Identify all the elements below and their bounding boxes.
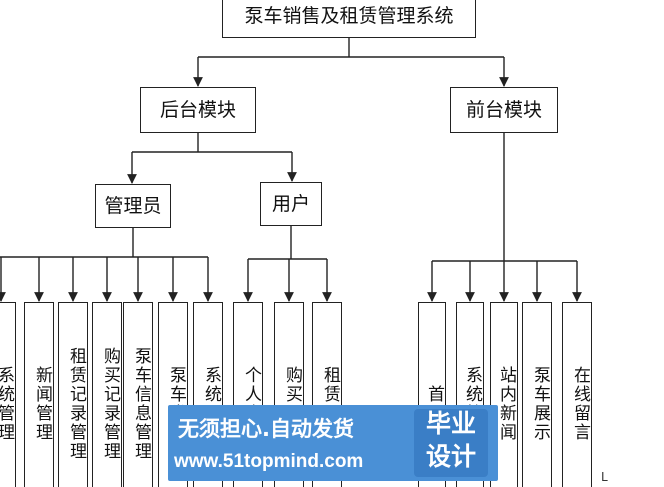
frontend-module-node: 前台模块 xyxy=(450,87,558,133)
admin-function-node-5: 泵车信息管理 xyxy=(123,302,153,487)
frontend-function-node-4: 泵车展示 xyxy=(522,302,552,487)
watermark-logo-badge xyxy=(414,409,488,477)
frontend-function-node-5: 在线留言 xyxy=(562,302,592,487)
admin-function-node-4: 购买记录管理 xyxy=(92,302,122,487)
frontend-function-node-3: 站内新闻 xyxy=(490,302,518,487)
root-node: 泵车销售及租赁管理系统 xyxy=(222,0,476,38)
watermark-url: www.51topmind.com xyxy=(174,451,364,472)
watermark-logo-line1: 毕业 xyxy=(425,409,476,438)
admin-role-node: 管理员 xyxy=(95,184,171,228)
watermark-logo: 毕业 设计 xyxy=(412,408,490,478)
watermark-slogan: 无须担心.自动发货 xyxy=(178,417,354,441)
user-role-node: 用户 xyxy=(260,182,322,226)
watermark-banner: 无须担心.自动发货 www.51topmind.com 毕业 设计 xyxy=(168,405,498,481)
admin-function-node-3: 租赁记录管理 xyxy=(58,302,88,487)
backend-module-node: 后台模块 xyxy=(140,87,256,133)
corner-mark: L xyxy=(601,470,608,484)
admin-function-node-2: 新闻管理 xyxy=(24,302,54,487)
admin-function-node-1: 系统管理 xyxy=(0,302,16,487)
watermark-logo-line2: 设计 xyxy=(425,441,476,471)
